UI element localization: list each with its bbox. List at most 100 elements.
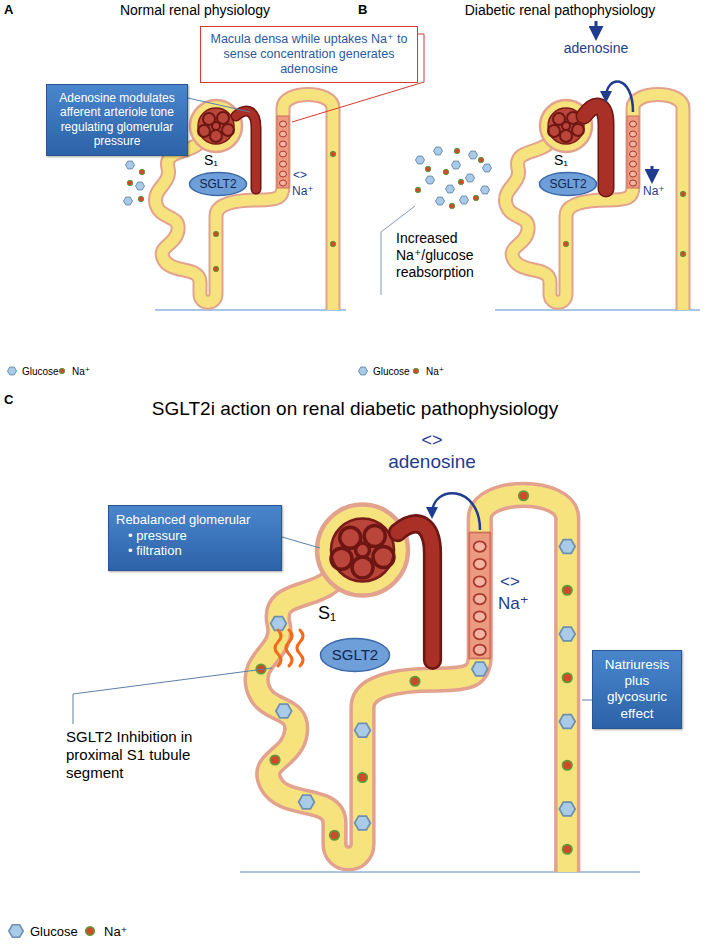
segment-label: S₁ <box>318 603 336 625</box>
glucose <box>559 802 575 816</box>
sodium <box>410 677 419 686</box>
panel-letter: B <box>358 2 367 18</box>
change-symbol: <> <box>500 572 520 592</box>
sodium <box>563 845 572 854</box>
glucose <box>481 186 490 194</box>
glucose <box>460 196 469 204</box>
legend-text: Na⁺ <box>426 366 444 377</box>
swatch-symbol <box>86 927 95 936</box>
legend-swatch <box>6 921 26 941</box>
sodium <box>415 187 420 192</box>
feedback-arrow <box>606 81 633 112</box>
sodium <box>425 166 430 171</box>
leader-line <box>582 700 592 701</box>
feedback-arrow <box>432 493 480 530</box>
callout-box: Rebalanced glomerular• pressure• filtrat… <box>108 505 282 571</box>
box-text: Rebalanced glomerular <box>116 512 274 528</box>
legend-text: Glucose <box>373 366 410 377</box>
inhibition-zigzag <box>275 630 303 666</box>
arteriole-wall <box>398 524 433 660</box>
callout-box: Macula densa while uptakes Na⁺ to sense … <box>200 26 418 83</box>
nephron <box>505 95 683 311</box>
glucose <box>436 197 445 205</box>
panel-title: SGLT2i action on renal diabetic pathophy… <box>20 398 690 421</box>
zigzag <box>286 630 292 666</box>
sodium <box>454 148 459 153</box>
glucose <box>559 540 575 554</box>
sodium <box>680 251 685 256</box>
sodium <box>127 180 132 185</box>
box-text: Adenosine modulates afferent arteriole t… <box>54 91 180 149</box>
baseline <box>155 309 346 311</box>
baseline <box>495 309 700 311</box>
swatch-symbol <box>359 367 368 375</box>
leader-line <box>73 668 272 724</box>
sodium <box>563 673 572 682</box>
callout-box: Natriuresis plus glycosuric effect <box>592 650 682 729</box>
transporter-ellipse: SGLT2 <box>188 171 248 197</box>
sodium <box>138 196 143 201</box>
legend-item: Na⁺ <box>80 921 127 941</box>
sodium <box>443 169 448 174</box>
sodium <box>563 586 572 595</box>
swatch-symbol <box>8 367 17 375</box>
legend-swatch <box>6 365 18 377</box>
box-text: • pressure <box>116 528 274 544</box>
panel-letter: C <box>4 392 13 408</box>
glucose <box>483 164 492 172</box>
ellipse-shape <box>190 173 247 196</box>
glucose <box>559 627 575 641</box>
panel-title: Diabetic renal pathophysiology <box>430 2 690 19</box>
sodium <box>563 761 572 770</box>
box-text: SGLT2 <box>332 646 378 664</box>
sodium <box>519 491 528 500</box>
panel-title: Normal renal physiology <box>45 2 345 19</box>
glucose <box>271 617 287 631</box>
sodium <box>449 203 454 208</box>
sodium <box>478 157 483 162</box>
sodium <box>213 231 218 236</box>
legend-text: Na⁺ <box>104 924 127 939</box>
adenosine-label: adenosine <box>556 40 636 57</box>
glucose <box>472 662 488 676</box>
ion-label: Na⁺ <box>643 184 665 198</box>
sodium <box>680 191 685 196</box>
transporter-ellipse: SGLT2 <box>319 637 391 673</box>
legend-text: Glucose <box>30 924 78 939</box>
sodium <box>330 831 339 840</box>
glucose <box>355 723 371 737</box>
sodium <box>213 266 218 271</box>
glucose <box>416 156 425 164</box>
leader-line <box>282 537 320 548</box>
glucose <box>355 816 371 830</box>
adenosine-label: adenosine <box>372 451 492 474</box>
sodium <box>330 241 335 246</box>
ion-label: Na⁺ <box>498 594 529 614</box>
segment-label: S₁ <box>204 152 218 169</box>
box-text: SGLT2 <box>199 177 236 191</box>
ion-label: Na⁺ <box>292 184 314 198</box>
swatch-symbol <box>9 925 23 937</box>
glucose <box>136 182 145 190</box>
leader-line <box>188 98 250 112</box>
legend-item: Glucose <box>357 365 410 377</box>
glucose <box>124 197 133 205</box>
down-arrow <box>595 21 598 35</box>
nephron <box>257 495 568 872</box>
glucose <box>426 176 435 184</box>
change-symbol: <> <box>293 168 307 182</box>
legend-swatch <box>80 921 100 941</box>
reabsorbed-cluster <box>415 147 491 209</box>
change-symbol: <> <box>402 430 462 452</box>
transporter-ellipse: SGLT2 <box>538 171 598 197</box>
callout-box: Adenosine modulates afferent arteriole t… <box>46 84 188 156</box>
box-text: Natriuresis plus glycosuric effect <box>600 657 674 722</box>
glucose <box>126 161 135 169</box>
swatch-symbol <box>413 368 418 373</box>
ellipse-shape <box>540 173 597 196</box>
down-arrow <box>651 166 654 178</box>
sodium <box>458 179 463 184</box>
swatch-symbol <box>59 368 64 373</box>
